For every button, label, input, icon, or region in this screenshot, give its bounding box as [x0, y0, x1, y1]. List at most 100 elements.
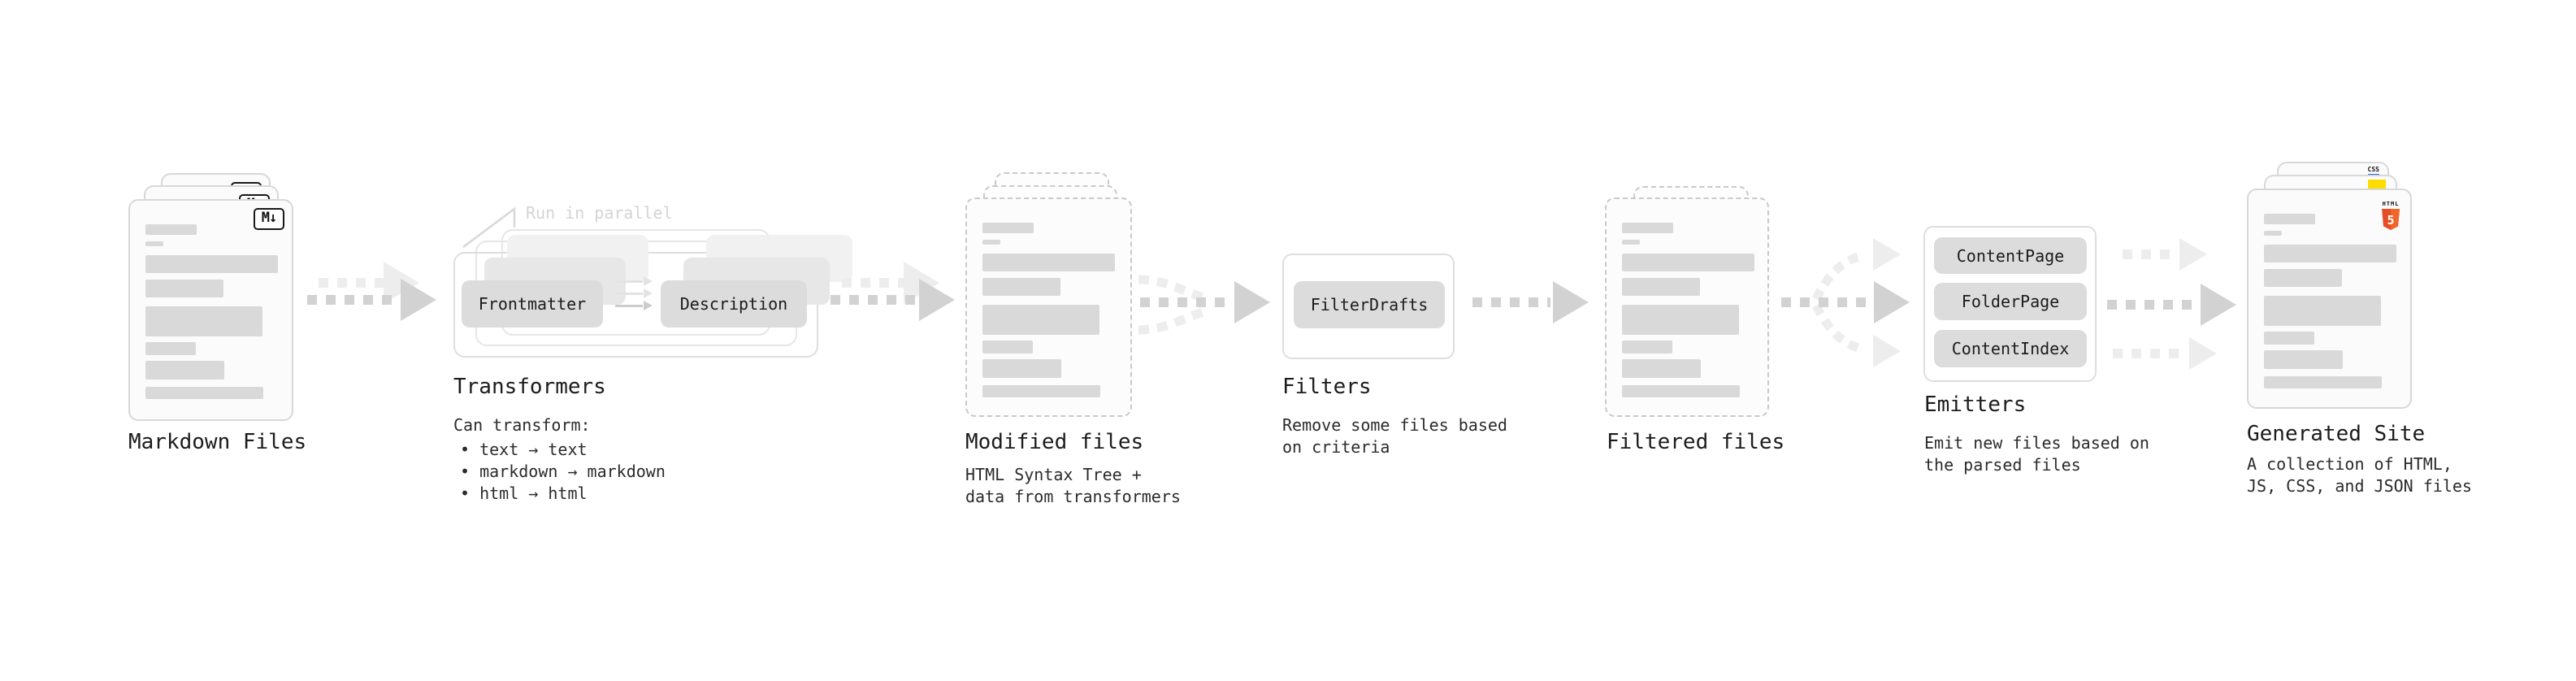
- skeleton-line: [982, 359, 1061, 378]
- dashed-arrow: [1140, 297, 1229, 307]
- dashed-arrow: [830, 295, 917, 305]
- skeleton-line: [2264, 376, 2382, 388]
- javascript-icon: [2368, 180, 2386, 189]
- skeleton-line: [1622, 359, 1701, 378]
- stage-title: Emitters: [1924, 393, 2027, 417]
- stage-title: Transformers: [453, 375, 606, 399]
- arrowhead: [1553, 281, 1589, 323]
- file-card-front: [1605, 197, 1769, 417]
- bullet-item: • text → text: [460, 440, 588, 459]
- skeleton-line: [982, 305, 1099, 335]
- transformer-pill-description: Description: [661, 280, 807, 327]
- stage-description-line: the parsed files: [1924, 455, 2081, 475]
- skeleton-line: [982, 223, 1034, 233]
- dashed-arrow: [1781, 297, 1867, 307]
- arrowhead: [1874, 281, 1910, 323]
- arrowhead: [1234, 281, 1270, 323]
- arrowhead-bottom: [1873, 335, 1901, 367]
- skeleton-line: [1622, 385, 1740, 397]
- mini-arrow-icon: [615, 276, 653, 286]
- dashed-arrow: [307, 295, 397, 305]
- run-in-parallel-note: Run in parallel: [526, 203, 673, 223]
- skeleton-line: [982, 278, 1060, 296]
- arrowhead: [919, 279, 955, 321]
- merge-curves: [1138, 275, 1210, 335]
- stage-description-line: Remove some files based: [1282, 415, 1507, 435]
- stage-description-line: Can transform:: [453, 415, 591, 435]
- skeleton-line: [982, 254, 1115, 271]
- skeleton-line: [1622, 340, 1672, 354]
- skeleton-line: [982, 340, 1033, 354]
- stage-title: Filters: [1282, 375, 1372, 399]
- skeleton-line: [1622, 223, 1673, 233]
- dashed-arrow: [2107, 300, 2198, 310]
- skeleton-line: [145, 255, 278, 273]
- skeleton-line: [2264, 332, 2314, 345]
- html5-shield: 5: [2382, 209, 2400, 230]
- skeleton-line: [1622, 254, 1754, 271]
- skeleton-line: [145, 306, 262, 336]
- skeleton-line: [982, 385, 1100, 397]
- stage-title: Generated Site: [2247, 422, 2426, 446]
- skeleton-line: [145, 342, 196, 355]
- html5-number: 5: [2387, 213, 2394, 228]
- skeleton-line: [1622, 278, 1700, 296]
- skeleton-line: [1622, 305, 1739, 335]
- skeleton-line: [2264, 231, 2282, 236]
- html5-icon: HTML 5: [2380, 193, 2401, 233]
- stage-description-line: HTML Syntax Tree +: [965, 465, 1142, 484]
- skeleton-line: [145, 224, 197, 235]
- file-card-front: HTML 5: [2247, 189, 2412, 409]
- skeleton-line: [145, 361, 224, 380]
- dashed-arrow-shadow: [319, 278, 392, 288]
- file-card-front: M↓: [128, 199, 293, 421]
- emitter-pill-contentpage: ContentPage: [1934, 237, 2087, 274]
- file-card-front: [965, 197, 1132, 417]
- skeleton-line: [982, 240, 1000, 245]
- emitter-pill-contentindex: ContentIndex: [1934, 330, 2087, 367]
- dashed-arrow-shadow: [842, 278, 913, 288]
- transformer-pill-frontmatter: Frontmatter: [462, 280, 603, 327]
- callout-line: [462, 206, 516, 249]
- mini-arrow-icon: [615, 301, 653, 310]
- bullet-item: • markdown → markdown: [460, 462, 666, 481]
- stage-title: Markdown Files: [128, 430, 307, 454]
- skeleton-line: [1622, 240, 1640, 245]
- skeleton-line: [2264, 245, 2396, 262]
- stage-description-line: A collection of HTML,: [2247, 454, 2452, 474]
- stage-title: Modified files: [965, 430, 1144, 454]
- skeleton-line: [2264, 350, 2343, 369]
- skeleton-line: [145, 280, 223, 297]
- emitter-pill-folderpage: FolderPage: [1934, 283, 2087, 320]
- skeleton-line: [145, 387, 263, 399]
- stage-description-line: Emit new files based on: [1924, 433, 2149, 453]
- split-curves: [1812, 250, 1867, 354]
- skeleton-line: [145, 241, 163, 246]
- arrowhead-top: [1873, 238, 1901, 271]
- arrowhead-top: [2179, 238, 2207, 271]
- mini-arrow-icon: [615, 288, 653, 298]
- bullet-item: • html → html: [460, 484, 588, 503]
- stage-description-line: data from transformers: [965, 487, 1181, 506]
- skeleton-line: [2264, 296, 2381, 326]
- dashed-arrow: [1472, 297, 1550, 307]
- skeleton-line: [2264, 269, 2342, 287]
- arrowhead-bottom: [2189, 337, 2217, 370]
- arrowhead: [401, 279, 436, 321]
- filter-pill-filterdrafts: FilterDrafts: [1294, 281, 1445, 328]
- stage-title: Filtered files: [1607, 430, 1785, 454]
- dashed-arrow-top: [2123, 249, 2178, 259]
- stage-description-line: JS, CSS, and JSON files: [2247, 476, 2472, 496]
- html5-word: HTML: [2382, 201, 2400, 207]
- dashed-arrow-bottom: [2113, 349, 2188, 358]
- markdown-icon: M↓: [254, 208, 284, 230]
- arrowhead: [2201, 284, 2236, 326]
